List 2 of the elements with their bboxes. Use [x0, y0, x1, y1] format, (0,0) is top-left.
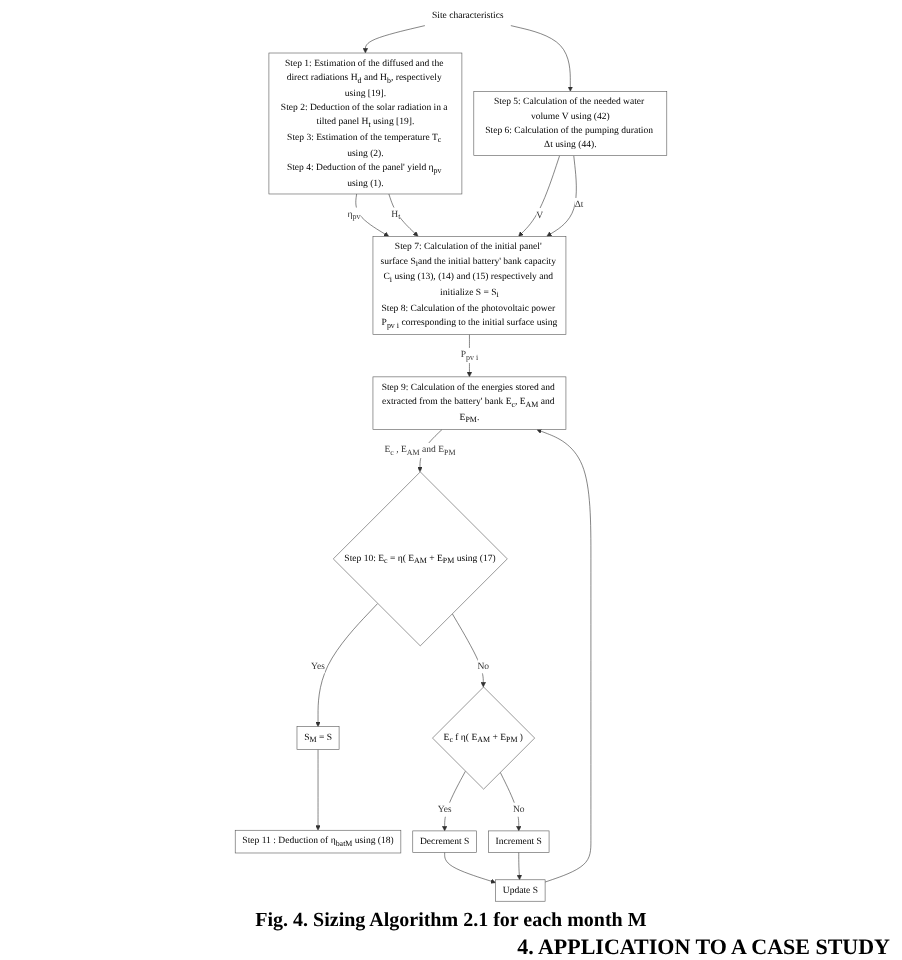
section-heading: 4. APPLICATION TO A CASE STUDY [517, 936, 890, 960]
figure-caption: Fig. 4. Sizing Algorithm 2.1 for each month M [255, 910, 647, 932]
